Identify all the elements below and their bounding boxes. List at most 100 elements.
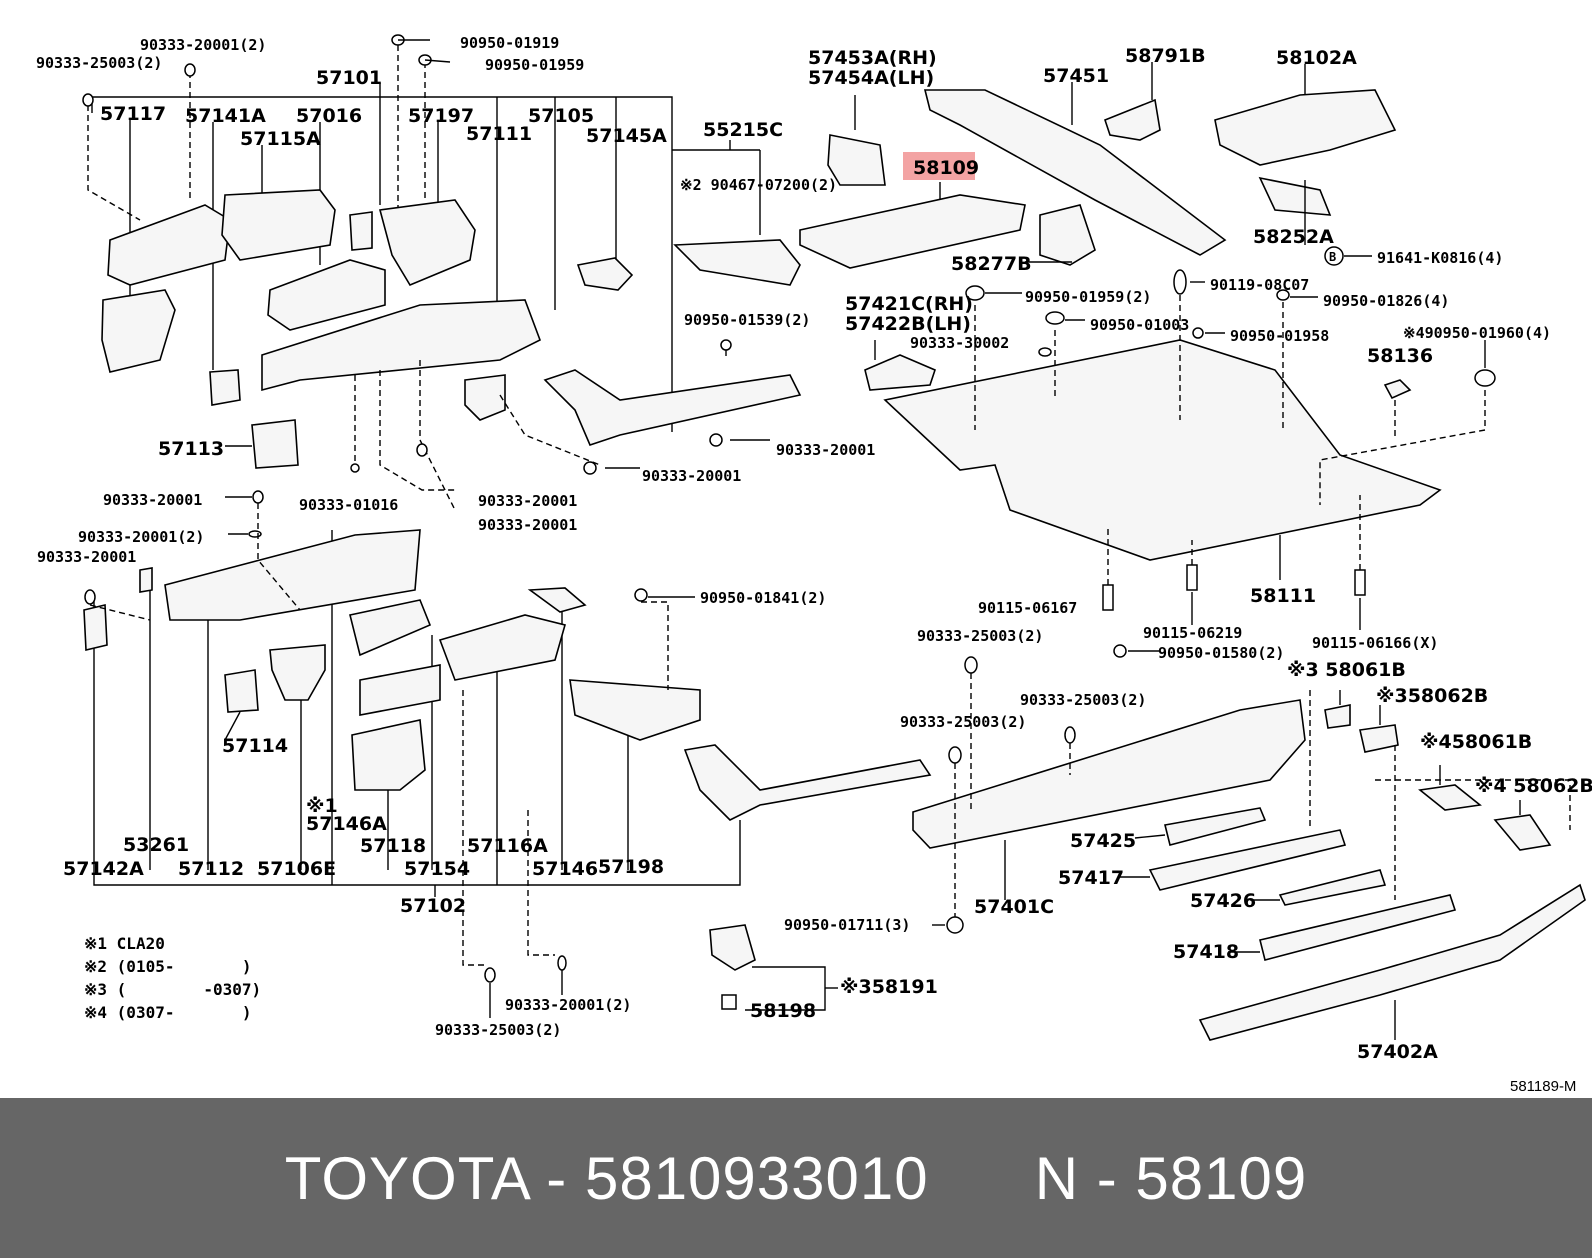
label-57146A[interactable]: 57146A: [306, 813, 387, 835]
label-90115-06167[interactable]: 90115-06167: [978, 599, 1077, 617]
label-57453A[interactable]: 57453A(RH): [808, 47, 937, 69]
label-57146[interactable]: 57146: [532, 858, 598, 880]
highlight-58109: [903, 152, 975, 180]
label-57425[interactable]: 57425: [1070, 830, 1136, 852]
part-57198-panel: [569, 679, 701, 741]
label-90115-06219[interactable]: 90115-06219: [1143, 624, 1242, 642]
part-labels: 57101 57117 57141A 57016 57197 57105 571…: [63, 45, 1592, 1063]
label-90950-01580[interactable]: 90950-01580(2): [1158, 644, 1284, 662]
label-90950-01959[interactable]: 90950-01959: [485, 56, 584, 74]
label-57417[interactable]: 57417: [1058, 867, 1124, 889]
label-57105[interactable]: 57105: [528, 105, 594, 127]
label-90333-20001-2-top[interactable]: 90333-20001(2): [140, 36, 266, 54]
label-90333-20001-2-mid[interactable]: 90333-20001(2): [78, 528, 204, 546]
label-57117[interactable]: 57117: [100, 103, 166, 125]
part-57016-member: [267, 259, 386, 331]
label-90950-01826[interactable]: 90950-01826(4): [1323, 292, 1449, 310]
label-90333-25003-2-a[interactable]: 90333-25003(2): [917, 627, 1043, 645]
highlighted-part-code: 58109: [1135, 1144, 1308, 1212]
label-90333-01016[interactable]: 90333-01016: [299, 496, 398, 514]
label-90333-20001-2-bot[interactable]: 90333-20001(2): [505, 996, 631, 1014]
label-90115-06166[interactable]: 90115-06166(X): [1312, 634, 1438, 652]
label-90333-25003-2-top[interactable]: 90333-25003(2): [36, 54, 162, 72]
label-57154[interactable]: 57154: [404, 858, 470, 880]
label-57106E[interactable]: 57106E: [257, 858, 336, 880]
label-57111[interactable]: 57111: [466, 123, 532, 145]
part-57421C-bracket: [864, 354, 936, 391]
label-90950-01711[interactable]: 90950-01711(3): [784, 916, 910, 934]
fastener-labels: 90333-20001(2) 90333-25003(2) 90950-0191…: [36, 34, 1551, 1039]
part-58062B-clip-4: [1493, 814, 1552, 851]
label-90333-20001-d[interactable]: 90333-20001: [478, 516, 577, 534]
label-57418[interactable]: 57418: [1173, 941, 1239, 963]
label-57454A[interactable]: 57454A(LH): [808, 67, 934, 89]
label-90333-20001-a[interactable]: 90333-20001: [776, 441, 875, 459]
label-57102[interactable]: 57102: [400, 895, 466, 917]
group-57101: [82, 34, 802, 511]
label-57142A[interactable]: 57142A: [63, 858, 144, 880]
label-57198[interactable]: 57198: [598, 856, 664, 878]
part-58277B-bracket: [1039, 204, 1096, 266]
label-90333-20001-f[interactable]: 90333-20001: [37, 548, 136, 566]
ref-label: N: [1034, 1144, 1080, 1212]
note-4: ※4 (0307- ): [84, 1003, 252, 1022]
label-58252A[interactable]: 58252A: [1253, 226, 1334, 248]
label-90333-20001-e[interactable]: 90333-20001: [103, 491, 202, 509]
label-57422B[interactable]: 57422B(LH): [845, 313, 971, 335]
label-58191[interactable]: ※358191: [840, 976, 938, 998]
label-90333-20001-b[interactable]: 90333-20001: [642, 467, 741, 485]
part-57116A-member: [438, 614, 566, 681]
label-57114[interactable]: 57114: [222, 735, 288, 757]
label-58198[interactable]: 58198: [750, 1000, 816, 1022]
label-90950-01958[interactable]: 90950-01958: [1230, 327, 1329, 345]
label-58102A[interactable]: 58102A: [1276, 47, 1357, 69]
svg-text:B: B: [1329, 250, 1336, 264]
label-57115A[interactable]: 57115A: [240, 128, 321, 150]
label-57451[interactable]: 57451: [1043, 65, 1109, 87]
label-57118[interactable]: 57118: [360, 835, 426, 857]
label-90950-01919[interactable]: 90950-01919: [460, 34, 559, 52]
label-57402A[interactable]: 57402A: [1357, 1041, 1438, 1063]
label-58062B-4[interactable]: ※4 58062B: [1475, 775, 1592, 797]
label-90950-01841[interactable]: 90950-01841(2): [700, 589, 826, 607]
label-58061B-3[interactable]: ※3 58061B: [1287, 659, 1406, 681]
label-90950-01960[interactable]: ※490950-01960(4): [1403, 324, 1551, 342]
label-90950-01003[interactable]: 90950-01003: [1090, 316, 1189, 334]
label-58136[interactable]: 58136: [1367, 345, 1433, 367]
label-57421C[interactable]: 57421C(RH): [845, 293, 973, 315]
label-90333-20001-c[interactable]: 90333-20001: [478, 492, 577, 510]
applicability-notes: ※1 CLA20 ※2 (0105- ) ※3 ( -0307) ※4 (030…: [84, 932, 261, 1024]
label-57112[interactable]: 57112: [178, 858, 244, 880]
label-55215C[interactable]: 55215C: [703, 119, 783, 141]
part-57426-bracket: [1278, 869, 1387, 906]
label-58061B-4[interactable]: ※458061B: [1420, 731, 1532, 753]
label-57101[interactable]: 57101: [316, 67, 382, 89]
part-57106E-bracket: [269, 644, 326, 701]
label-57016[interactable]: 57016: [296, 105, 362, 127]
label-90333-25003-2-b[interactable]: 90333-25003(2): [1020, 691, 1146, 709]
part-57145A-clip: [576, 257, 634, 291]
label-58109[interactable]: 58109: [913, 157, 979, 179]
label-90467-07200[interactable]: ※2 90467-07200(2): [680, 176, 837, 194]
label-90119-08C07[interactable]: 90119-08C07: [1210, 276, 1309, 294]
label-90333-30002[interactable]: 90333-30002: [910, 334, 1009, 352]
label-57426[interactable]: 57426: [1190, 890, 1256, 912]
part-58061B-clip-4: [1418, 784, 1482, 811]
label-57113[interactable]: 57113: [158, 438, 224, 460]
label-57197[interactable]: 57197: [408, 105, 474, 127]
label-57116A[interactable]: 57116A: [467, 835, 548, 857]
label-90950-01959-2[interactable]: 90950-01959(2): [1025, 288, 1151, 306]
label-58111[interactable]: 58111: [1250, 585, 1316, 607]
label-58062B-3[interactable]: ※358062B: [1376, 685, 1488, 707]
label-90950-01539[interactable]: 90950-01539(2): [684, 311, 810, 329]
label-57401C[interactable]: 57401C: [974, 896, 1054, 918]
label-90333-25003-2-c[interactable]: 90333-25003(2): [900, 713, 1026, 731]
label-58277B[interactable]: 58277B: [951, 253, 1032, 275]
label-57141A[interactable]: 57141A: [185, 105, 266, 127]
label-90333-25003-2-bot[interactable]: 90333-25003(2): [435, 1021, 561, 1039]
label-53261[interactable]: 53261: [123, 834, 189, 856]
label-91641-K0816[interactable]: 91641-K0816(4): [1377, 249, 1503, 267]
label-58791B[interactable]: 58791B: [1125, 45, 1206, 67]
label-57145A[interactable]: 57145A: [586, 125, 667, 147]
